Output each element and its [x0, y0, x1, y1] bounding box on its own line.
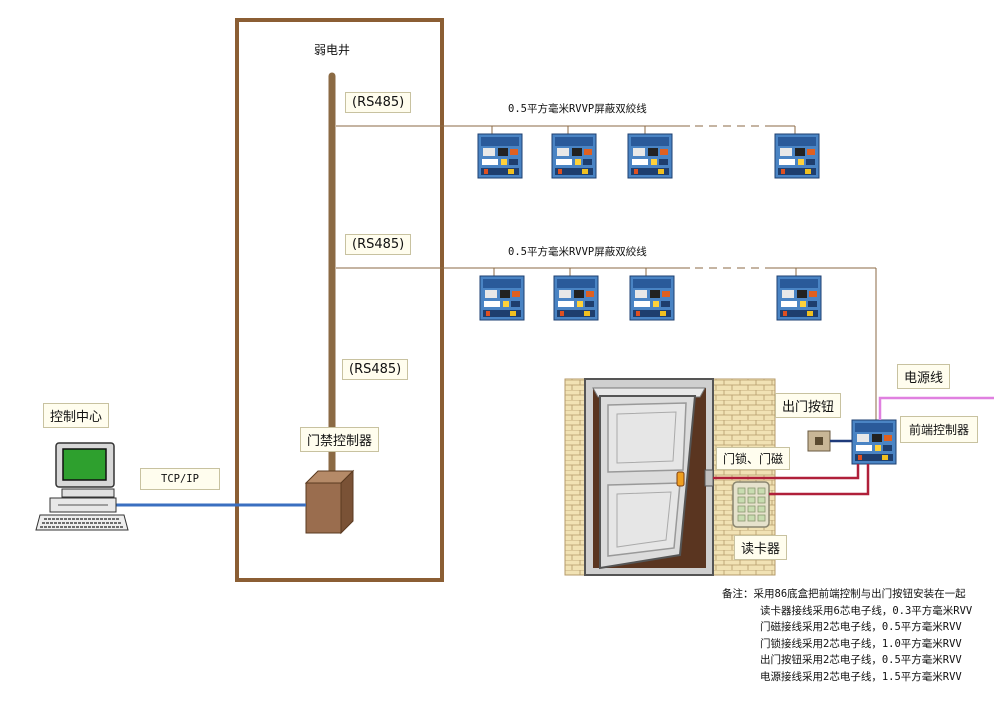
card-reader-icon	[732, 481, 770, 528]
door-controller-board	[553, 275, 599, 321]
door-controller-board	[479, 275, 525, 321]
notes-line: 读卡器接线采用6芯电子线，0.3平方毫米RVV	[760, 604, 973, 617]
rs485-label-2: (RS485)	[345, 234, 412, 255]
computer-icon	[35, 442, 129, 531]
rs485-label-1: (RS485)	[345, 92, 412, 113]
notes-line: 出门按钮采用2芯电子线，0.5平方毫米RVV	[760, 654, 962, 666]
door-controller-board	[627, 133, 673, 179]
control-center-label: 控制中心	[43, 403, 110, 428]
weak-current-shaft-frame	[235, 18, 444, 582]
rs485-bus-2	[336, 267, 877, 420]
door-controller-board	[774, 133, 820, 179]
notes-line: 备注：采用86底盒把前端控制与出门按钮安装在一起	[722, 588, 966, 600]
power-line-label: 电源线	[897, 364, 951, 389]
card-reader-label: 读卡器	[734, 535, 788, 560]
door	[584, 378, 714, 576]
exit-button-label: 出门按钮	[775, 393, 842, 418]
door-controller-board	[477, 133, 523, 179]
door-controller-board	[629, 275, 675, 321]
tcpip-label: TCP/IP	[140, 468, 220, 490]
shaft-label: 弱电井	[314, 43, 351, 57]
wiring	[713, 396, 994, 496]
door-lock-label: 门锁、门磁	[716, 447, 791, 470]
notes-line: 电源接线采用2芯电子线，1.5平方毫米RVV	[760, 670, 962, 683]
notes-block: 备注：采用86底盒把前端控制与出门按钮安装在一起 读卡器接线采用6芯电子线，0.…	[722, 586, 972, 685]
brick-wall-left	[564, 378, 586, 576]
notes-line: 门锁接线采用2芯电子线，1.0平方毫米RVV	[760, 637, 962, 650]
door-controller-board	[551, 133, 597, 179]
access-controller-label: 门禁控制器	[300, 427, 380, 452]
notes-prefix: 备注：	[722, 588, 754, 600]
rs485-bus-1	[336, 125, 796, 134]
rs485-label-3: (RS485)	[342, 359, 409, 380]
notes-line: 门磁接线采用2芯电子线，0.5平方毫米RVV	[760, 621, 962, 633]
access-controller-box	[304, 469, 355, 535]
door-controller-board	[776, 275, 822, 321]
front-controller-label: 前端控制器	[900, 416, 979, 443]
cable-label-1: 0.5平方毫米RVVP屏蔽双絞线	[508, 103, 647, 115]
front-controller-board	[851, 419, 897, 465]
cable-label-2: 0.5平方毫米RVVP屏蔽双絞线	[508, 246, 647, 258]
exit-button-icon	[807, 430, 831, 452]
